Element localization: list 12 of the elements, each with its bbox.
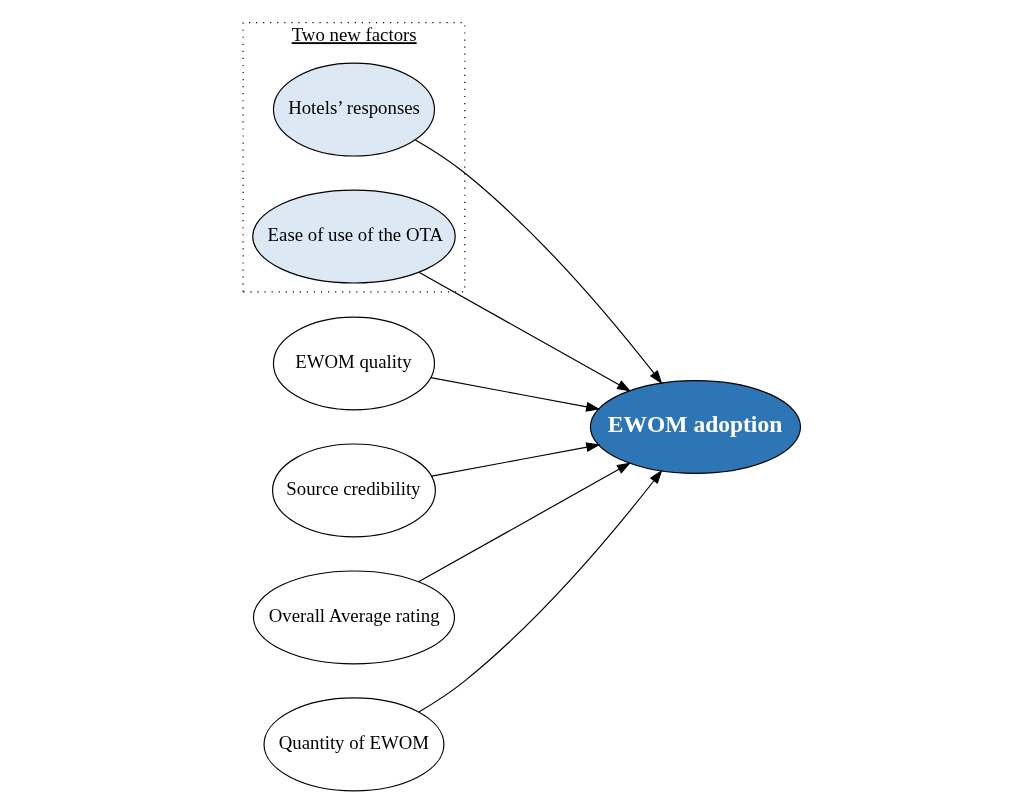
arrow	[414, 139, 663, 385]
node-ellipse: Hotels’ responses	[272, 62, 436, 157]
node-ellipse: Overall Average rating	[252, 570, 456, 665]
arrow	[418, 469, 663, 713]
arrow	[418, 271, 632, 392]
arrow	[430, 377, 601, 412]
arrow	[417, 462, 632, 583]
node-ellipse: EWOM quality	[272, 316, 436, 411]
node-ellipse: Ease of use of the OTA	[252, 189, 456, 284]
node-ellipse: Quantity of EWOM	[263, 697, 445, 792]
node-ellipse: Source credibility	[272, 443, 436, 538]
arrow	[431, 442, 601, 477]
